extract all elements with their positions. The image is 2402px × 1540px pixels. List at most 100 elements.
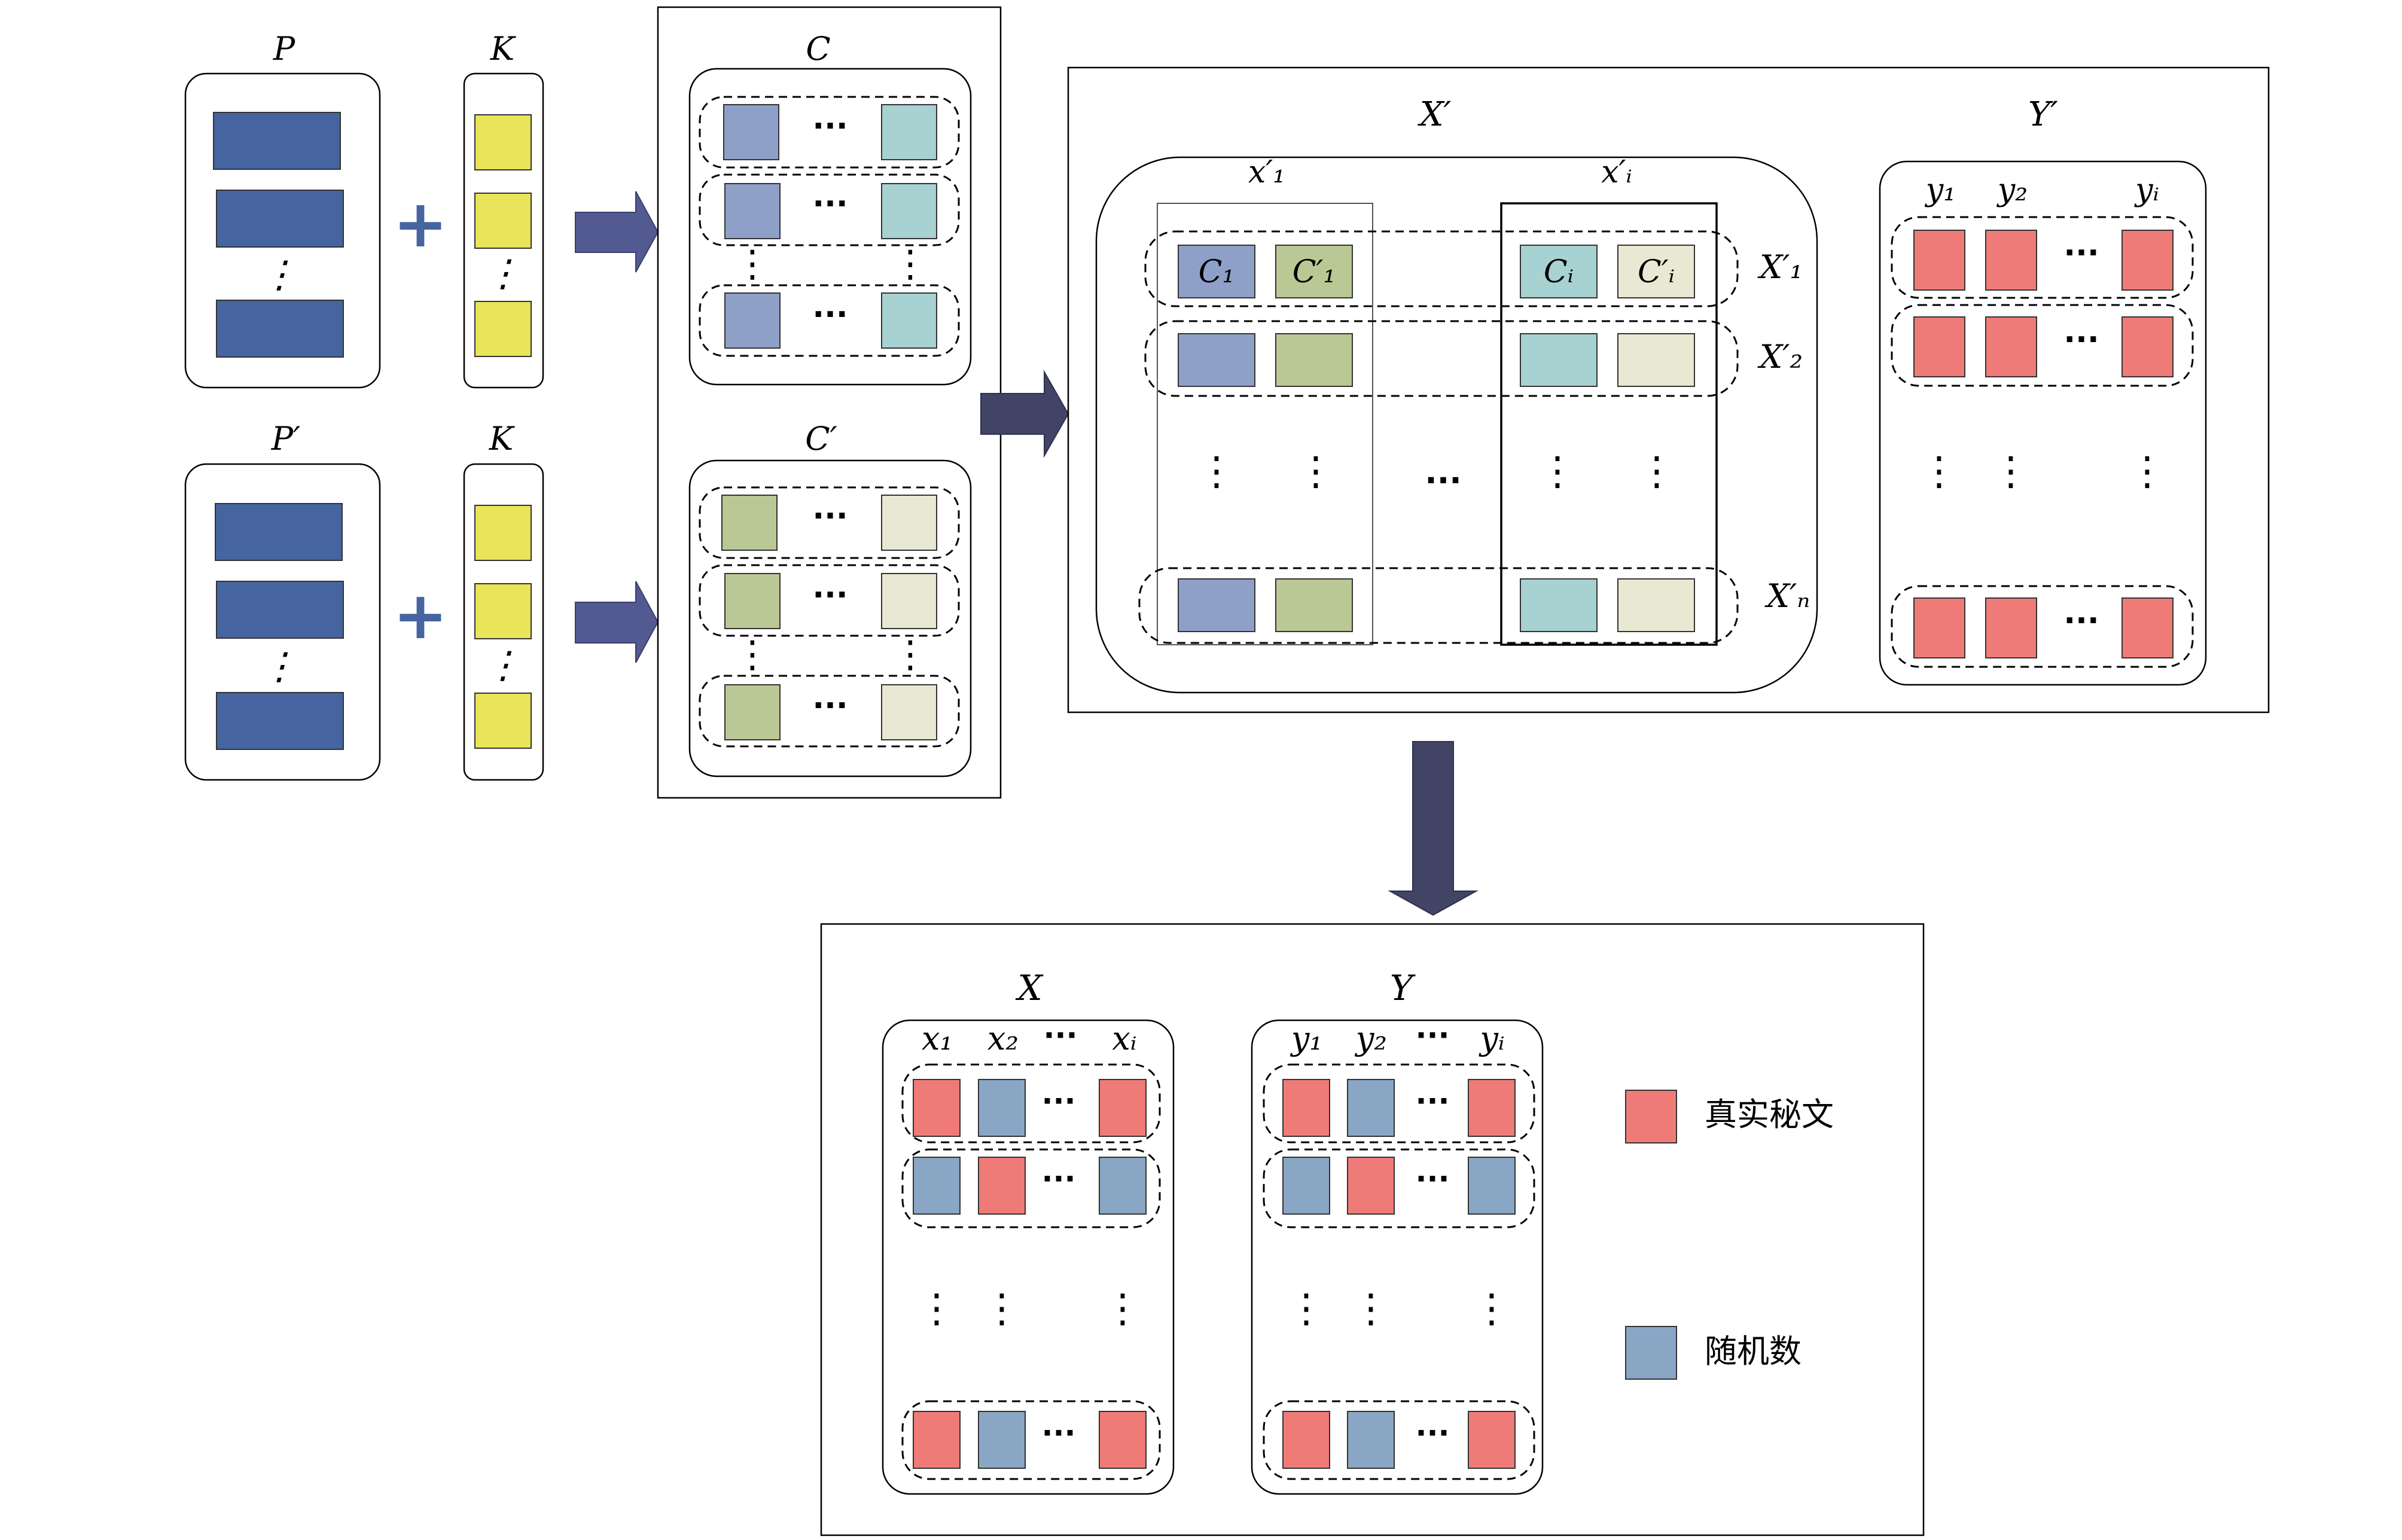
ellipsis: ···: [1425, 462, 1462, 499]
label-y1: y₁: [1925, 172, 1956, 208]
real-cipher-block: [1985, 230, 2037, 291]
ellipsis: ···: [812, 688, 848, 724]
real-cipher-block: [1282, 1079, 1330, 1137]
label-Y-prime: Y′: [2028, 95, 2058, 134]
ellipsis: ···: [812, 186, 848, 222]
p-block: [216, 581, 344, 639]
real-cipher-block: [913, 1079, 961, 1137]
p-block: [213, 112, 341, 170]
X-row-group: [901, 1063, 1161, 1143]
vdots: ⋮: [261, 644, 298, 688]
k-block: [474, 505, 532, 561]
cp-end-block: [1617, 245, 1695, 298]
cp-end-block: [881, 573, 937, 629]
C-row-group: [699, 96, 960, 169]
cp-end-block: [1617, 578, 1695, 632]
c-end-block: [1520, 578, 1598, 632]
random-number-block: [913, 1157, 961, 1215]
real-cipher-block: [1913, 597, 1965, 658]
Y-row-group: [1263, 1148, 1535, 1228]
K-container: [463, 72, 544, 389]
real-cipher-block: [1468, 1079, 1516, 1137]
Y-prime-container: [1879, 160, 2207, 686]
label-X-prime: X′: [1418, 95, 1452, 134]
vdots: ⋮: [1287, 1285, 1326, 1331]
cp-block: [1275, 245, 1353, 298]
c-block: [1178, 245, 1255, 298]
legend-label-real-cipher: 真实秘文: [1705, 1096, 1834, 1133]
label-C1-prime: C′₁: [1293, 254, 1336, 290]
X-row-group: [901, 1400, 1161, 1480]
ellipsis: ···: [1042, 1161, 1076, 1196]
label-y2: y₂: [1996, 172, 2028, 208]
p-block: [216, 300, 344, 358]
real-cipher-block: [1099, 1079, 1147, 1137]
column-x1-prime: [1157, 203, 1373, 645]
P-prime-container: [184, 463, 381, 781]
random-number-block: [1347, 1411, 1395, 1469]
random-number-block: [1099, 1157, 1147, 1215]
label-y1: y₁: [1290, 1020, 1322, 1057]
cp-block: [721, 495, 778, 551]
label-P-prime: P′: [271, 420, 301, 458]
random-number-block: [1282, 1157, 1330, 1215]
label-K: K: [490, 30, 516, 68]
K-container: [463, 463, 544, 781]
C-row-group: [699, 173, 960, 246]
vdots: ⋮: [1103, 1285, 1142, 1331]
vdots: ⋮: [1637, 448, 1676, 494]
ellipsis: ···: [1042, 1084, 1076, 1118]
real-cipher-block: [913, 1411, 961, 1469]
label-Ci: Cᵢ: [1544, 254, 1574, 290]
ellipsis: ···: [2063, 235, 2099, 271]
ellipsis: ···: [1416, 1084, 1450, 1118]
ellipsis: ···: [1042, 1416, 1076, 1450]
label-y2: y₂: [1355, 1020, 1387, 1057]
C-container: [688, 68, 972, 386]
arrow-right-icon: [980, 370, 1069, 458]
label-yi: yᵢ: [1479, 1020, 1504, 1057]
Y-prime-row-group: [1891, 585, 2194, 668]
vdots: ⋮: [892, 242, 929, 285]
ellipsis: ···: [2063, 603, 2099, 639]
real-cipher-block: [1985, 316, 2037, 377]
C-prime-row-group: [699, 486, 960, 559]
real-cipher-block: [1282, 1411, 1330, 1469]
p-block: [215, 503, 343, 561]
label-x1: x₁: [922, 1020, 953, 1057]
vdots: ⋮: [1538, 448, 1577, 494]
vdots: ⋮: [917, 1285, 956, 1331]
row-group-X1-prime: [1144, 230, 1739, 307]
k-block: [474, 583, 532, 639]
vdots: ⋮: [1472, 1285, 1511, 1331]
c-block: [724, 292, 781, 349]
plus-icon: +: [393, 185, 448, 262]
cp-end-block: [881, 684, 937, 740]
X-prime-container: [1095, 156, 1818, 694]
Y-prime-row-group: [1891, 304, 2194, 387]
X-container: [882, 1019, 1175, 1495]
vdots: ⋮: [484, 251, 522, 295]
real-cipher-block: [2121, 230, 2174, 291]
row-group-X2-prime: [1144, 320, 1739, 397]
ellipsis: ···: [1416, 1161, 1450, 1196]
label-X: X: [1015, 968, 1044, 1008]
c-end-block: [881, 292, 937, 349]
real-cipher-block: [2121, 316, 2174, 377]
label-x1-prime: x′₁: [1248, 154, 1285, 190]
C-row-group: [699, 284, 960, 357]
Xprime-Yprime-panel: [1067, 66, 2270, 713]
real-cipher-block: [2121, 597, 2174, 658]
cp-block: [1275, 578, 1353, 632]
cp-block: [724, 573, 781, 629]
random-number-block: [978, 1411, 1026, 1469]
k-block: [474, 693, 532, 749]
legend-swatch-random-number: [1625, 1326, 1677, 1380]
legend-label-random-number: 随机数: [1705, 1332, 1802, 1370]
vdots: ⋮: [1197, 448, 1236, 494]
label-x2: x₂: [987, 1020, 1019, 1057]
real-cipher-block: [978, 1157, 1026, 1215]
vdots: ⋮: [261, 252, 298, 296]
cp-block: [1275, 333, 1353, 387]
vdots: ⋮: [1296, 448, 1336, 494]
